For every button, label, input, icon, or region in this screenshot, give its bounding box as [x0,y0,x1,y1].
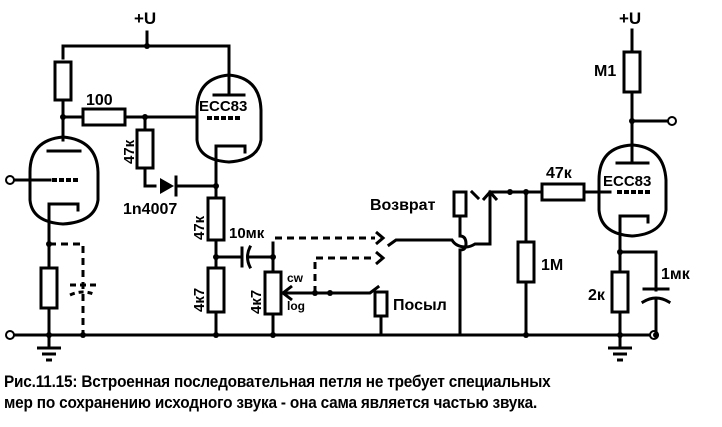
send-jack-label: Посыл [393,297,447,314]
resistor-47k-cathode [206,196,226,242]
diode-label: 1n4007 [123,201,177,218]
pot-cw-label: cw [287,271,304,285]
resistor-1m [516,240,536,284]
pot-wiper [280,284,381,295]
r-m1-label: М1 [594,63,616,80]
diode [160,175,218,197]
supply-rail-left [61,30,231,97]
resistor-4k7 [206,266,226,314]
r-2k-label: 2к [588,287,606,304]
capacitor-1mk [640,287,672,305]
tube-left [28,135,100,245]
r-47k-right-label: 47к [546,165,573,182]
c-10mk-label: 10мк [229,225,265,242]
r-1m-label: 1М [541,257,563,274]
resistor-plate-left [53,60,73,102]
wire [386,190,492,249]
supply-label-left: +U [134,9,156,28]
tube-ecc83-1 [195,73,263,188]
tube-ecc83-2 [597,143,668,254]
resistor-47k-grid [135,128,155,170]
tube1-label: ECC83 [199,98,247,115]
tube2-label: ECC83 [603,173,651,190]
dashed-line-lower [313,256,375,293]
output-terminal[interactable] [667,116,677,126]
resistor-100 [81,107,127,127]
pot-4k7-label: 4к7 [248,290,265,314]
resistor-47k-right [540,182,586,202]
wire [458,214,468,337]
ground-symbol-left [37,333,61,362]
potentiometer-4k7 [263,270,283,316]
r-100-label: 100 [86,92,113,109]
resistor-cathode-left [39,266,59,310]
caption-line-2: мер по сохранению исходного звука - она … [4,394,538,412]
return-jack-label: Возврат [370,197,436,214]
resistor-2k [610,270,630,314]
resistor-m1 [622,50,642,94]
ground-terminal-left[interactable] [5,330,15,340]
wire [618,250,658,337]
r-47k-cathode-label: 47к [191,215,208,240]
caption-line-1: Рис.11.15: Встроенная последовательная п… [4,373,551,391]
pot-log-label: log [287,299,305,313]
optional-capacitor [69,283,97,297]
wire [469,189,544,201]
return-jack[interactable] [452,190,468,218]
wire [143,115,157,188]
capacitor-10mk [214,244,275,270]
supply-label-right: +U [619,9,641,28]
ground-symbol-right [608,333,632,362]
r-47k-grid-label: 47к [121,139,138,164]
c-1mk-label: 1мк [661,266,691,283]
r-4k7-label: 4к7 [191,288,208,312]
input-terminal[interactable] [5,175,15,185]
figure-caption: Рис.11.15: Встроенная последовательная п… [4,372,551,414]
send-jack[interactable] [373,290,389,318]
